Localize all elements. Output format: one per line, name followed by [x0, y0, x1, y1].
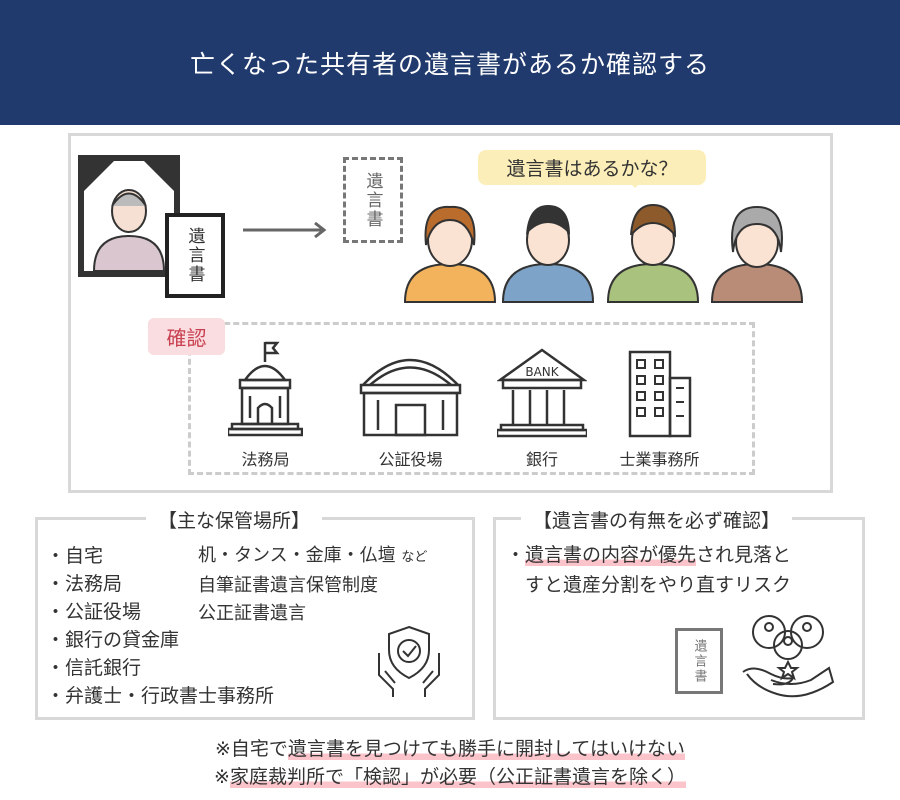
must-check-panel: 【遺言書の有無を必ず確認】 ・遺言書の内容が優先され見落と すと遺産分割をやり直…	[493, 506, 865, 720]
institution-legal-affairs-bureau: 法務局	[226, 340, 304, 470]
institution-label: 法務局	[241, 450, 290, 469]
institution-label: 士業事務所	[619, 450, 700, 469]
deceased-person-icon	[84, 161, 174, 272]
note: 机・タンス・金庫・仏壇	[198, 545, 396, 566]
heirs-illustration	[403, 203, 804, 303]
shield-hands-icon	[378, 625, 440, 697]
unknown-will-label: 遺言書	[362, 171, 383, 229]
bank-sign: BANK	[525, 365, 559, 379]
storage-title: 【主な保管場所】	[146, 506, 323, 533]
heir-icon	[403, 205, 497, 303]
confirm-badge: 確認	[148, 318, 225, 355]
will-label: 遺言書	[184, 227, 205, 284]
list-item: ・自宅	[46, 545, 104, 567]
storage-list: ・自宅 ・法務局 ・公証役場 ・銀行の貸金庫 ・信託銀行 ・弁護士・行政書士事務…	[46, 542, 274, 710]
storage-notes: 机・タンス・金庫・仏壇 など 自筆証書遺言保管制度 公正証書遺言	[198, 542, 427, 628]
institution-label: 公証役場	[378, 450, 443, 469]
heir-icon	[501, 205, 595, 303]
list-item: ・法務局	[46, 573, 123, 595]
speech-bubble: 遺言書はあるかな？	[478, 150, 706, 188]
list-item: ・信託銀行	[46, 657, 142, 679]
note: 公正証書遺言	[198, 603, 306, 624]
will-document-small: 遺言書	[675, 628, 723, 694]
bank-icon: BANK	[495, 348, 589, 438]
storage-places-panel: 【主な保管場所】 ・自宅 ・法務局 ・公証役場 ・銀行の貸金庫 ・信託銀行 ・弁…	[35, 506, 475, 720]
will-label-small: 遺言書	[691, 638, 707, 684]
government-building-icon	[226, 341, 304, 437]
note: 自筆証書遺言保管制度	[198, 575, 378, 596]
will-document: 遺言書	[165, 213, 225, 298]
bullet: ・	[506, 544, 526, 566]
arrow-right-icon	[243, 222, 327, 238]
footer-notes: ※自宅で遺言書を見つけても勝手に開封してはいけない ※家庭裁判所で「検認」が必要…	[0, 735, 900, 791]
footer-note-1: ※自宅で	[214, 738, 288, 760]
institution-label: 銀行	[525, 450, 558, 469]
list-item: ・弁護士・行政書士事務所	[46, 685, 275, 707]
footer-note-2-highlight: 家庭裁判所で「検認」が必要（公正証書遺言を除く）	[229, 766, 686, 788]
risk-text: ・遺言書の内容が優先され見落と すと遺産分割をやり直すリスク	[506, 540, 791, 600]
institution-notary-office: 公証役場	[358, 340, 463, 470]
list-item: ・銀行の貸金庫	[46, 629, 180, 651]
risk-highlight: 遺言書の内容が優先	[525, 544, 697, 566]
risk-text-rest: され見落と	[696, 544, 792, 566]
footer-note-1-highlight: 遺言書を見つけても勝手に開封してはいけない	[287, 738, 686, 760]
footer-note-2: ※	[214, 766, 230, 788]
office-building-icon	[628, 350, 692, 438]
scene-box	[68, 133, 833, 493]
institutions-box	[188, 322, 755, 475]
heir-icon	[710, 205, 804, 303]
list-item: ・公証役場	[46, 601, 142, 623]
institution-bank: BANK 銀行	[495, 340, 589, 470]
hand-heirs-icon	[742, 615, 835, 698]
unknown-will: 遺言書	[343, 157, 403, 243]
heir-icon	[606, 203, 700, 303]
note-suffix: など	[401, 550, 428, 565]
check-title: 【遺言書の有無を必ず確認】	[521, 506, 793, 533]
institution-professional-office: 士業事務所	[612, 340, 707, 470]
notary-building-icon	[359, 358, 462, 437]
risk-text-line2: すと遺産分割をやり直すリスク	[525, 574, 792, 596]
page-title: 亡くなった共有者の遺言書があるか確認する	[0, 0, 900, 125]
memorial-portrait	[78, 155, 180, 277]
